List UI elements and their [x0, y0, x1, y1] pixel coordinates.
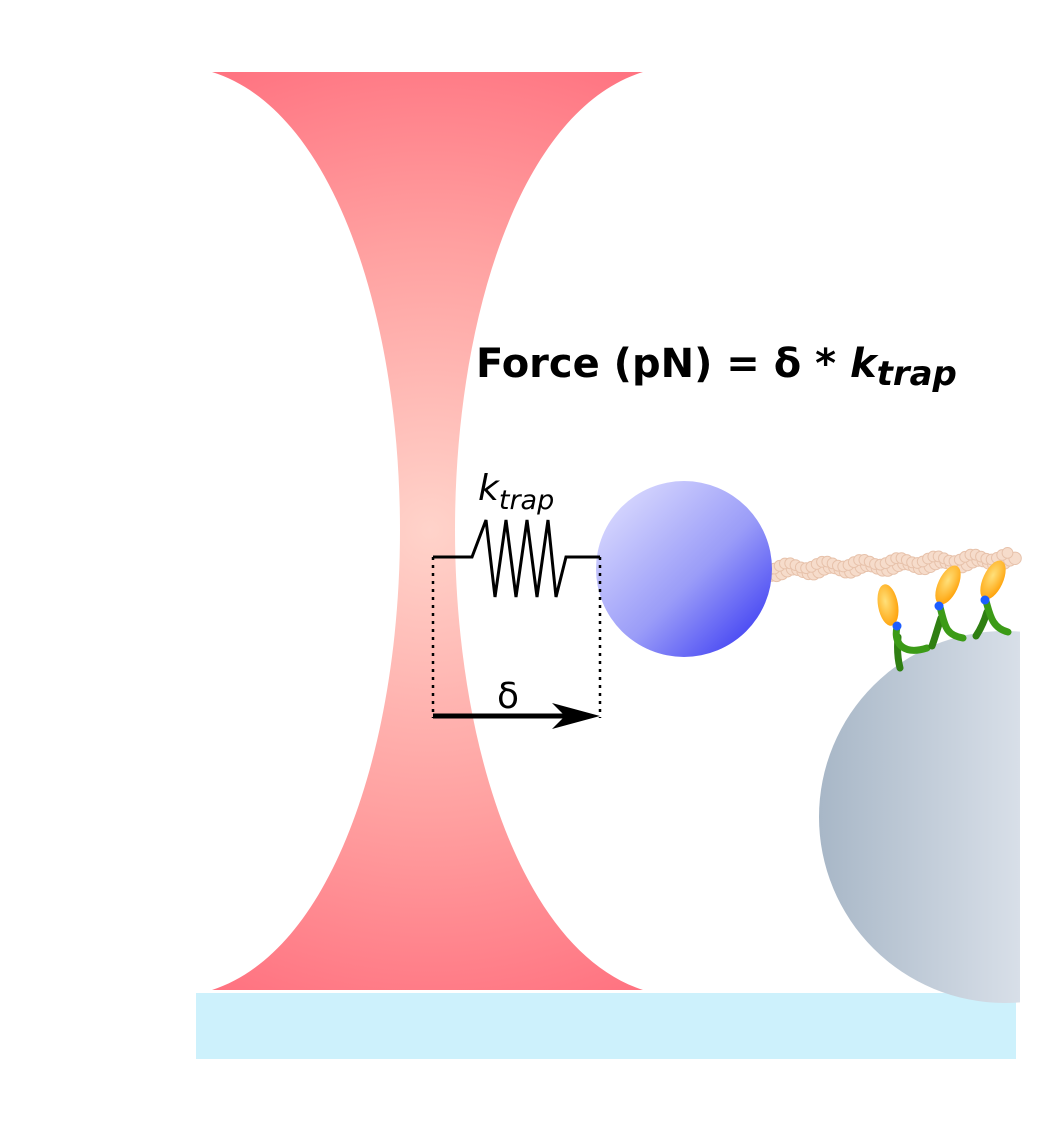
actin-filament: [759, 547, 1022, 583]
myosin-tail: [972, 608, 991, 640]
pedestal-bead: [819, 631, 1020, 1003]
coverslip-surface: [196, 993, 1016, 1059]
actin-subunit: [1001, 547, 1014, 559]
myosin-motor: [972, 560, 1012, 640]
spring-k: k: [478, 468, 501, 509]
myosin-motor: [877, 584, 931, 672]
myosin-motor: [928, 565, 967, 650]
myosin-tail: [928, 614, 945, 650]
myosin-lever-arm: [936, 603, 967, 642]
myosin-lever-arm: [892, 623, 931, 654]
displacement-arrow-head: [552, 703, 600, 729]
spring-k-subscript: trap: [499, 485, 554, 516]
myosin-lever-arm: [982, 597, 1012, 636]
myosin-joint: [980, 595, 990, 605]
equation-lhs: Force (pN) = δ *: [476, 341, 850, 387]
myosin-head: [935, 565, 961, 605]
equation-subscript: trap: [877, 354, 957, 394]
myosin-head: [877, 584, 899, 626]
displacement-label: δ: [497, 676, 519, 717]
laser-beam: [212, 72, 643, 990]
trap-spring: [433, 519, 600, 598]
trapped-bead: [596, 481, 772, 657]
myosin-head: [980, 560, 1006, 600]
equation-k: k: [850, 341, 879, 387]
myosin-motors: [877, 560, 1012, 672]
spring-constant-label: ktrap: [478, 468, 554, 516]
force-equation: Force (pN) = δ * ktrap: [476, 341, 957, 394]
myosin-joint: [934, 601, 944, 611]
myosin-joint: [892, 621, 902, 631]
